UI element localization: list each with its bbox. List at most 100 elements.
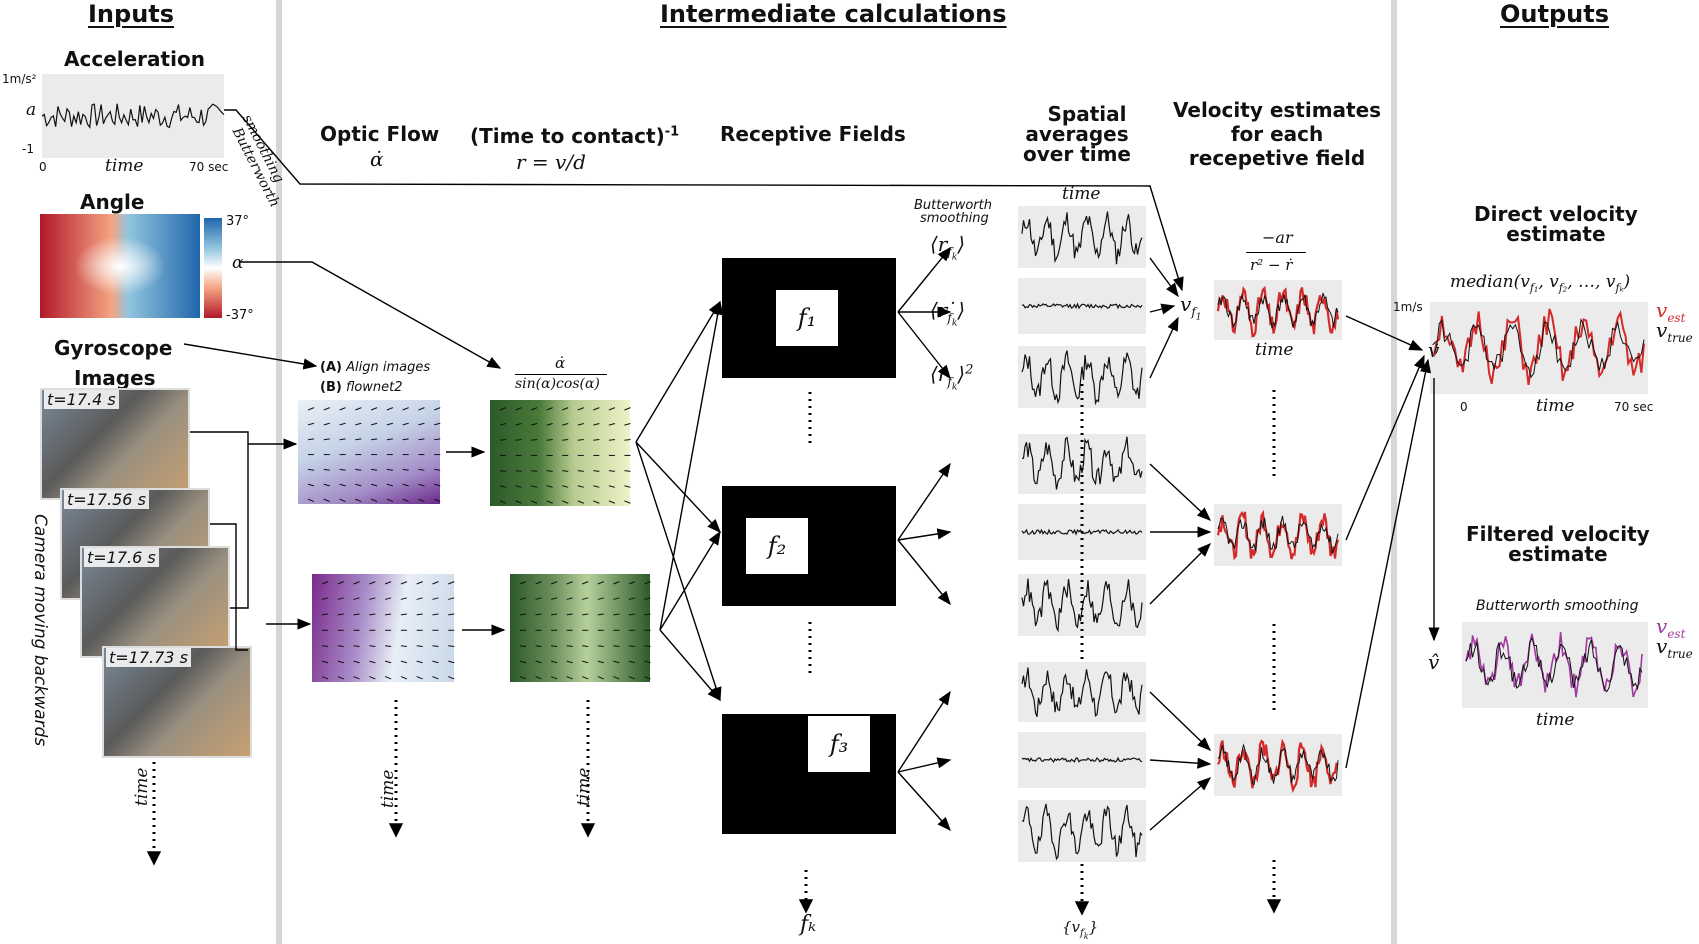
ttc-to-field-2-3 [659, 629, 721, 702]
velocity-est-trace-2 [1216, 509, 1340, 561]
separator-left [276, 0, 282, 944]
flow-1-vector [355, 483, 362, 487]
flow-2-vector [416, 660, 423, 664]
ttc-2-vector [582, 597, 589, 600]
flow-2-vector [400, 613, 407, 616]
ttc-1-vector [546, 500, 553, 504]
flow-2-vector [448, 660, 455, 664]
flow-1-vector [418, 483, 425, 487]
direct-title: Direct velocity estimate [1474, 204, 1638, 244]
spatial-panel-6 [1018, 574, 1146, 636]
ttc-1-vector [546, 438, 553, 441]
field-label-3: f₃ [808, 716, 870, 772]
receptive-title: Receptive Fields [720, 122, 906, 146]
flow-2-vector [384, 581, 392, 585]
flow-1-vector [386, 438, 393, 441]
flow-2-vector [353, 613, 360, 616]
spatial-title-3: over time [1023, 142, 1131, 166]
time-arrowhead-4 [1074, 901, 1090, 916]
ttc-1-vector [499, 407, 507, 411]
ttc-2-vector [597, 660, 604, 664]
avg-to-vel3-1 [1149, 691, 1212, 751]
flow-2-vector [448, 676, 455, 680]
ttc-1-vector [593, 500, 600, 504]
ttc-2-vector [550, 676, 558, 680]
flow-2-vector [321, 581, 329, 585]
intermediate-heading: Intermediate calculations [660, 0, 1007, 28]
spatial-title: Spatial averages over time [1023, 104, 1131, 164]
ttc-1-vector [577, 470, 584, 472]
flow-2-vector [337, 660, 344, 664]
vel-formula-bar [1246, 252, 1306, 253]
ttc-2-vector [566, 676, 573, 680]
angle-title: Angle [80, 190, 145, 214]
flow-1-vector [371, 468, 378, 471]
ttc-1-vector [593, 485, 600, 488]
spatial-panel-3 [1018, 346, 1146, 408]
ttc-1-vector [624, 438, 631, 441]
vf1-label: vf1 [1180, 292, 1202, 323]
flow-2-vector [353, 581, 360, 585]
ttc-2-vector [644, 597, 651, 600]
ttc-1-vector [546, 407, 553, 411]
ttc-2-vector [628, 613, 635, 616]
ttc-2-vector [597, 597, 604, 600]
gyroscope-to-align-arrow [183, 343, 318, 370]
time-arrowhead-5 [1266, 899, 1282, 914]
flow-2-vector [432, 597, 439, 600]
flow-1-vector [386, 468, 393, 471]
ttc-2-vector [613, 660, 620, 664]
angle-symbol: α [232, 253, 244, 273]
ttc-to-field-1-1 [635, 300, 721, 443]
inputs-heading: Inputs [88, 0, 175, 28]
ttc-1-vector [593, 423, 600, 426]
flow-2-vector [369, 645, 376, 648]
flow-2-vector [400, 660, 408, 664]
flow-1-vector [355, 407, 362, 411]
ttc-1-vector [515, 470, 522, 472]
flow-panel-2 [312, 574, 454, 682]
out-x1: 70 sec [1614, 400, 1654, 414]
flow-1-vector [355, 468, 362, 471]
flow-2-vector [385, 645, 392, 648]
bw-smoothing-2: smoothing [920, 211, 989, 226]
ttc-2-vector [551, 613, 558, 616]
ttc-2-vector [550, 597, 558, 600]
out-xlabel: time [1536, 396, 1575, 416]
field-to-avg-3-2 [897, 757, 952, 773]
ttc-2-vector [644, 613, 651, 616]
spatial-title-2: averages [1025, 122, 1129, 146]
flow-2-vector [400, 676, 408, 680]
ttc-2-vector [566, 597, 573, 600]
frame-time-3: t=17.6 s [84, 548, 159, 567]
step-a: (A) Align images [320, 360, 430, 375]
velocity-title: Velocity estimates for each recepetive f… [1173, 98, 1381, 170]
flow-2-vector [369, 660, 376, 664]
flow-2-vector [432, 613, 439, 616]
direct-title-1: Direct velocity [1474, 202, 1638, 226]
ttc-1-vector [562, 438, 569, 441]
ttc-1-vector [608, 423, 616, 426]
out-x0: 0 [1460, 400, 1468, 414]
avg-to-vel2-1 [1149, 463, 1212, 521]
flow-2-vector [337, 597, 344, 600]
ttc-2-vector [519, 676, 527, 680]
ttc-2-vector [582, 581, 589, 585]
flow-2-vector [432, 581, 439, 585]
v-true-label-1: vtrue [1656, 318, 1693, 345]
ttc-to-field-2-1 [659, 300, 724, 631]
ttc-2-vector [519, 597, 527, 600]
flow-1-vector [418, 422, 425, 426]
avg-to-vf1-2 [1149, 303, 1176, 315]
spatial-trace-8 [1021, 756, 1143, 763]
ttc-panel-1 [490, 400, 630, 506]
flow-2-vector [416, 613, 423, 616]
ttc-2-vector [582, 660, 589, 664]
ttc-2-vector [566, 613, 573, 616]
ttc-1-vector [608, 407, 616, 411]
time-arrowhead-2 [580, 823, 596, 838]
ttc-to-field-2-2 [659, 530, 721, 631]
ttc-2-vector [566, 581, 573, 585]
ttc-1-vector [608, 500, 616, 504]
